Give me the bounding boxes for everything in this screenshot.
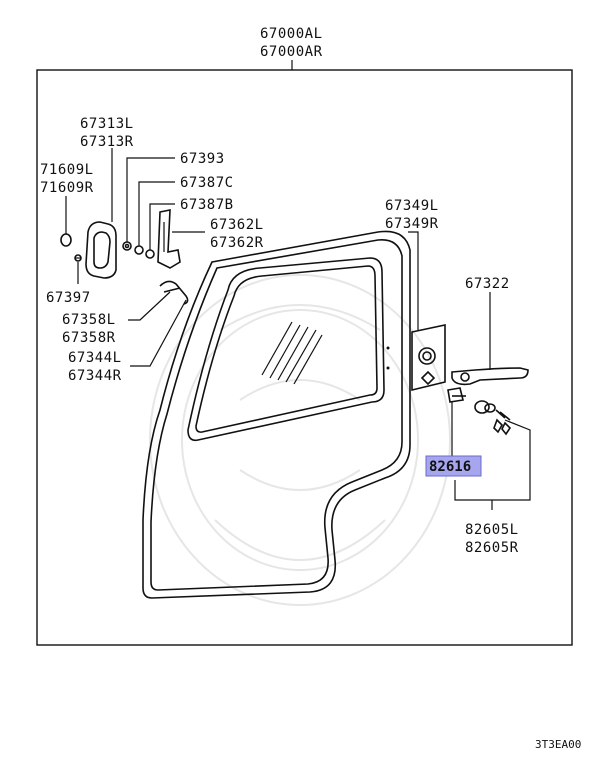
label-67344R: 67344R: [68, 368, 122, 384]
clip-82616: [447, 387, 466, 403]
highlight-82616[interactable]: [425, 455, 482, 477]
washer-67393: [122, 241, 132, 251]
label-67349R: 67349R: [385, 216, 439, 232]
label-67313R: 67313R: [80, 134, 134, 150]
label-67000AL: 67000AL: [260, 26, 323, 42]
bracket-67362: [157, 209, 181, 269]
label-67397: 67397: [46, 290, 91, 306]
inner-handle-67313: [85, 221, 117, 279]
latch-plate-67349: [411, 324, 446, 392]
label-67000AR: 67000AR: [260, 44, 323, 60]
label-82605R: 82605R: [465, 540, 519, 556]
diagram-frame: [36, 69, 573, 646]
rod-67358: [159, 280, 189, 305]
washer-67387C: [134, 245, 144, 255]
label-67358R: 67358R: [62, 330, 116, 346]
diagram-code: 3T3EA00: [535, 738, 581, 751]
watermark-emblem: [149, 274, 451, 606]
washer-67387B: [145, 249, 155, 259]
cylinder-82605: [474, 400, 512, 436]
screw-67397: [74, 254, 82, 262]
label-67362L: 67362L: [210, 217, 264, 233]
bezel-71609: [60, 233, 72, 247]
leader-lines: [65, 148, 531, 510]
door-screw-1: [386, 346, 390, 350]
label-67393: 67393: [180, 151, 225, 167]
label-71609L: 71609L: [40, 162, 94, 178]
window-frame-outer: [187, 257, 385, 442]
label-71609R: 71609R: [40, 180, 94, 196]
label-67362R: 67362R: [210, 235, 264, 251]
door-outline-inner: [150, 239, 403, 591]
label-67358L: 67358L: [62, 312, 116, 328]
label-82616[interactable]: 82616: [429, 459, 471, 475]
door-outline-outer: [142, 230, 411, 599]
label-67313L: 67313L: [80, 116, 134, 132]
label-67349L: 67349L: [385, 198, 439, 214]
door-screw-2: [386, 366, 390, 370]
glass-reflection: [261, 321, 323, 385]
label-67344L: 67344L: [68, 350, 122, 366]
window-frame-inner: [195, 265, 378, 433]
label-82605L: 82605L: [465, 522, 519, 538]
label-67387C: 67387C: [180, 175, 234, 191]
label-67322: 67322: [465, 276, 510, 292]
label-67387B: 67387B: [180, 197, 234, 213]
handle-67322: [451, 367, 529, 386]
